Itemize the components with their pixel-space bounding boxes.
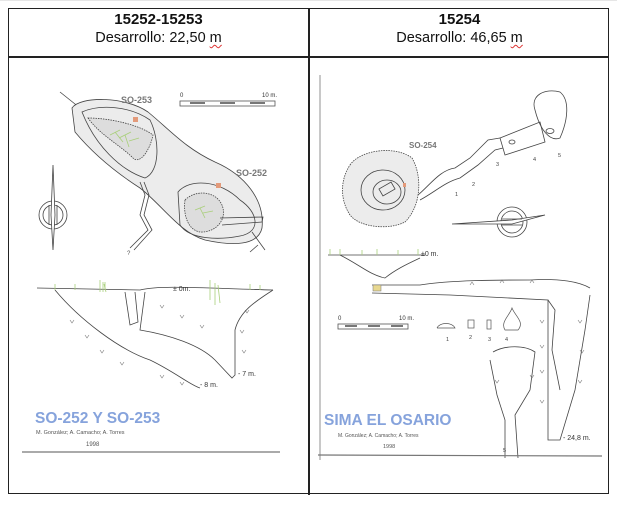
label-surface: ± 0m. xyxy=(173,286,191,293)
scale-bar: 0 10 m. xyxy=(337,316,414,330)
pit-so252-outer xyxy=(177,182,256,239)
station-label: 4 xyxy=(533,157,536,163)
so253-passage xyxy=(129,181,149,249)
vegetation-plan xyxy=(109,129,214,219)
entrance-marker xyxy=(216,183,221,188)
vegetation-profile xyxy=(329,249,419,255)
label-depth-8: - 8 m. xyxy=(200,382,218,389)
scale-start: 0 xyxy=(338,316,342,322)
section-labels: 1 2 3 4 5 xyxy=(446,335,508,454)
section-label: 3 xyxy=(488,337,491,343)
plan-chamber xyxy=(499,121,546,156)
scale-start: 0 xyxy=(180,93,184,99)
so252-passage xyxy=(219,216,264,226)
scale-end: 10 m. xyxy=(262,93,277,99)
station-label: 2 xyxy=(472,182,475,188)
survey-authors: M. González; A. Camacho; A. Torres xyxy=(36,430,125,436)
unknown-mark: ? xyxy=(127,251,131,257)
station-label: 5 xyxy=(558,153,561,159)
desarrollo: Desarrollo: 22,50 m xyxy=(9,29,308,47)
survey-year: 1998 xyxy=(383,444,395,450)
survey-title: SO-252 Y SO-253 xyxy=(35,410,161,427)
desarrollo-unit: m xyxy=(209,30,222,46)
section-label: 4 xyxy=(505,337,508,343)
page-top-edge xyxy=(0,0,617,1)
station-label: 3 xyxy=(496,162,499,168)
plan-passage xyxy=(417,137,504,201)
cave-id: 15252-15253 xyxy=(114,11,203,28)
desarrollo-value: Desarrollo: 46,65 xyxy=(396,30,511,46)
survey-drawing-sima-el-osario: SO-254 1 2 3 4 5 ±0 m. - 24,8 m. 0 10 m. xyxy=(317,75,603,460)
label-surface: ±0 m. xyxy=(421,251,439,258)
survey-drawing-so252-so253: SO-253 SO-252 ? 0 10 m. ± 0m. - 7 m. - 8… xyxy=(22,91,280,453)
profile-section xyxy=(36,286,274,389)
north-compass-icon xyxy=(38,164,68,251)
entrance-marker xyxy=(372,284,382,292)
survey-year: 1998 xyxy=(86,442,100,448)
doline-outline xyxy=(342,150,420,228)
vegetation-profile xyxy=(54,280,261,305)
plan-stations: 1 2 3 4 5 xyxy=(455,153,561,198)
column-divider xyxy=(308,8,310,495)
survey-title: SIMA EL OSARIO xyxy=(324,412,451,429)
survey-authors: M. González; A. Camacho; A. Torres xyxy=(338,433,419,439)
cross-sections xyxy=(436,306,521,331)
cave-id: 15254 xyxy=(438,11,481,28)
desarrollo-unit: m xyxy=(510,30,523,46)
header-cell-left: 15252-15253 Desarrollo: 22,50 m xyxy=(9,11,308,47)
pit-so253-outer xyxy=(81,107,158,179)
station-label: 1 xyxy=(455,192,458,198)
north-compass-icon xyxy=(451,206,546,238)
label-depth-7: - 7 m. xyxy=(238,371,256,378)
rock-hatching xyxy=(69,304,250,386)
scale-bar: 0 10 m. xyxy=(179,93,277,107)
entrance-marker xyxy=(133,117,138,122)
entrance-marker xyxy=(403,183,406,187)
section-label: 5 xyxy=(503,448,506,454)
desarrollo: Desarrollo: 46,65 m xyxy=(310,29,609,47)
label-so253: SO-253 xyxy=(121,95,152,105)
label-so254: SO-254 xyxy=(409,141,437,150)
scale-end: 10 m. xyxy=(399,316,414,322)
section-label: 1 xyxy=(446,337,449,343)
label-depth: - 24,8 m. xyxy=(563,435,591,442)
header-cell-right: 15254 Desarrollo: 46,65 m xyxy=(310,11,609,47)
label-so252: SO-252 xyxy=(236,168,267,178)
section-label: 2 xyxy=(469,335,472,341)
scan-edge xyxy=(317,454,603,457)
desarrollo-value: Desarrollo: 22,50 xyxy=(95,30,210,46)
rock-hatching xyxy=(469,279,585,404)
profile-section xyxy=(328,254,591,459)
